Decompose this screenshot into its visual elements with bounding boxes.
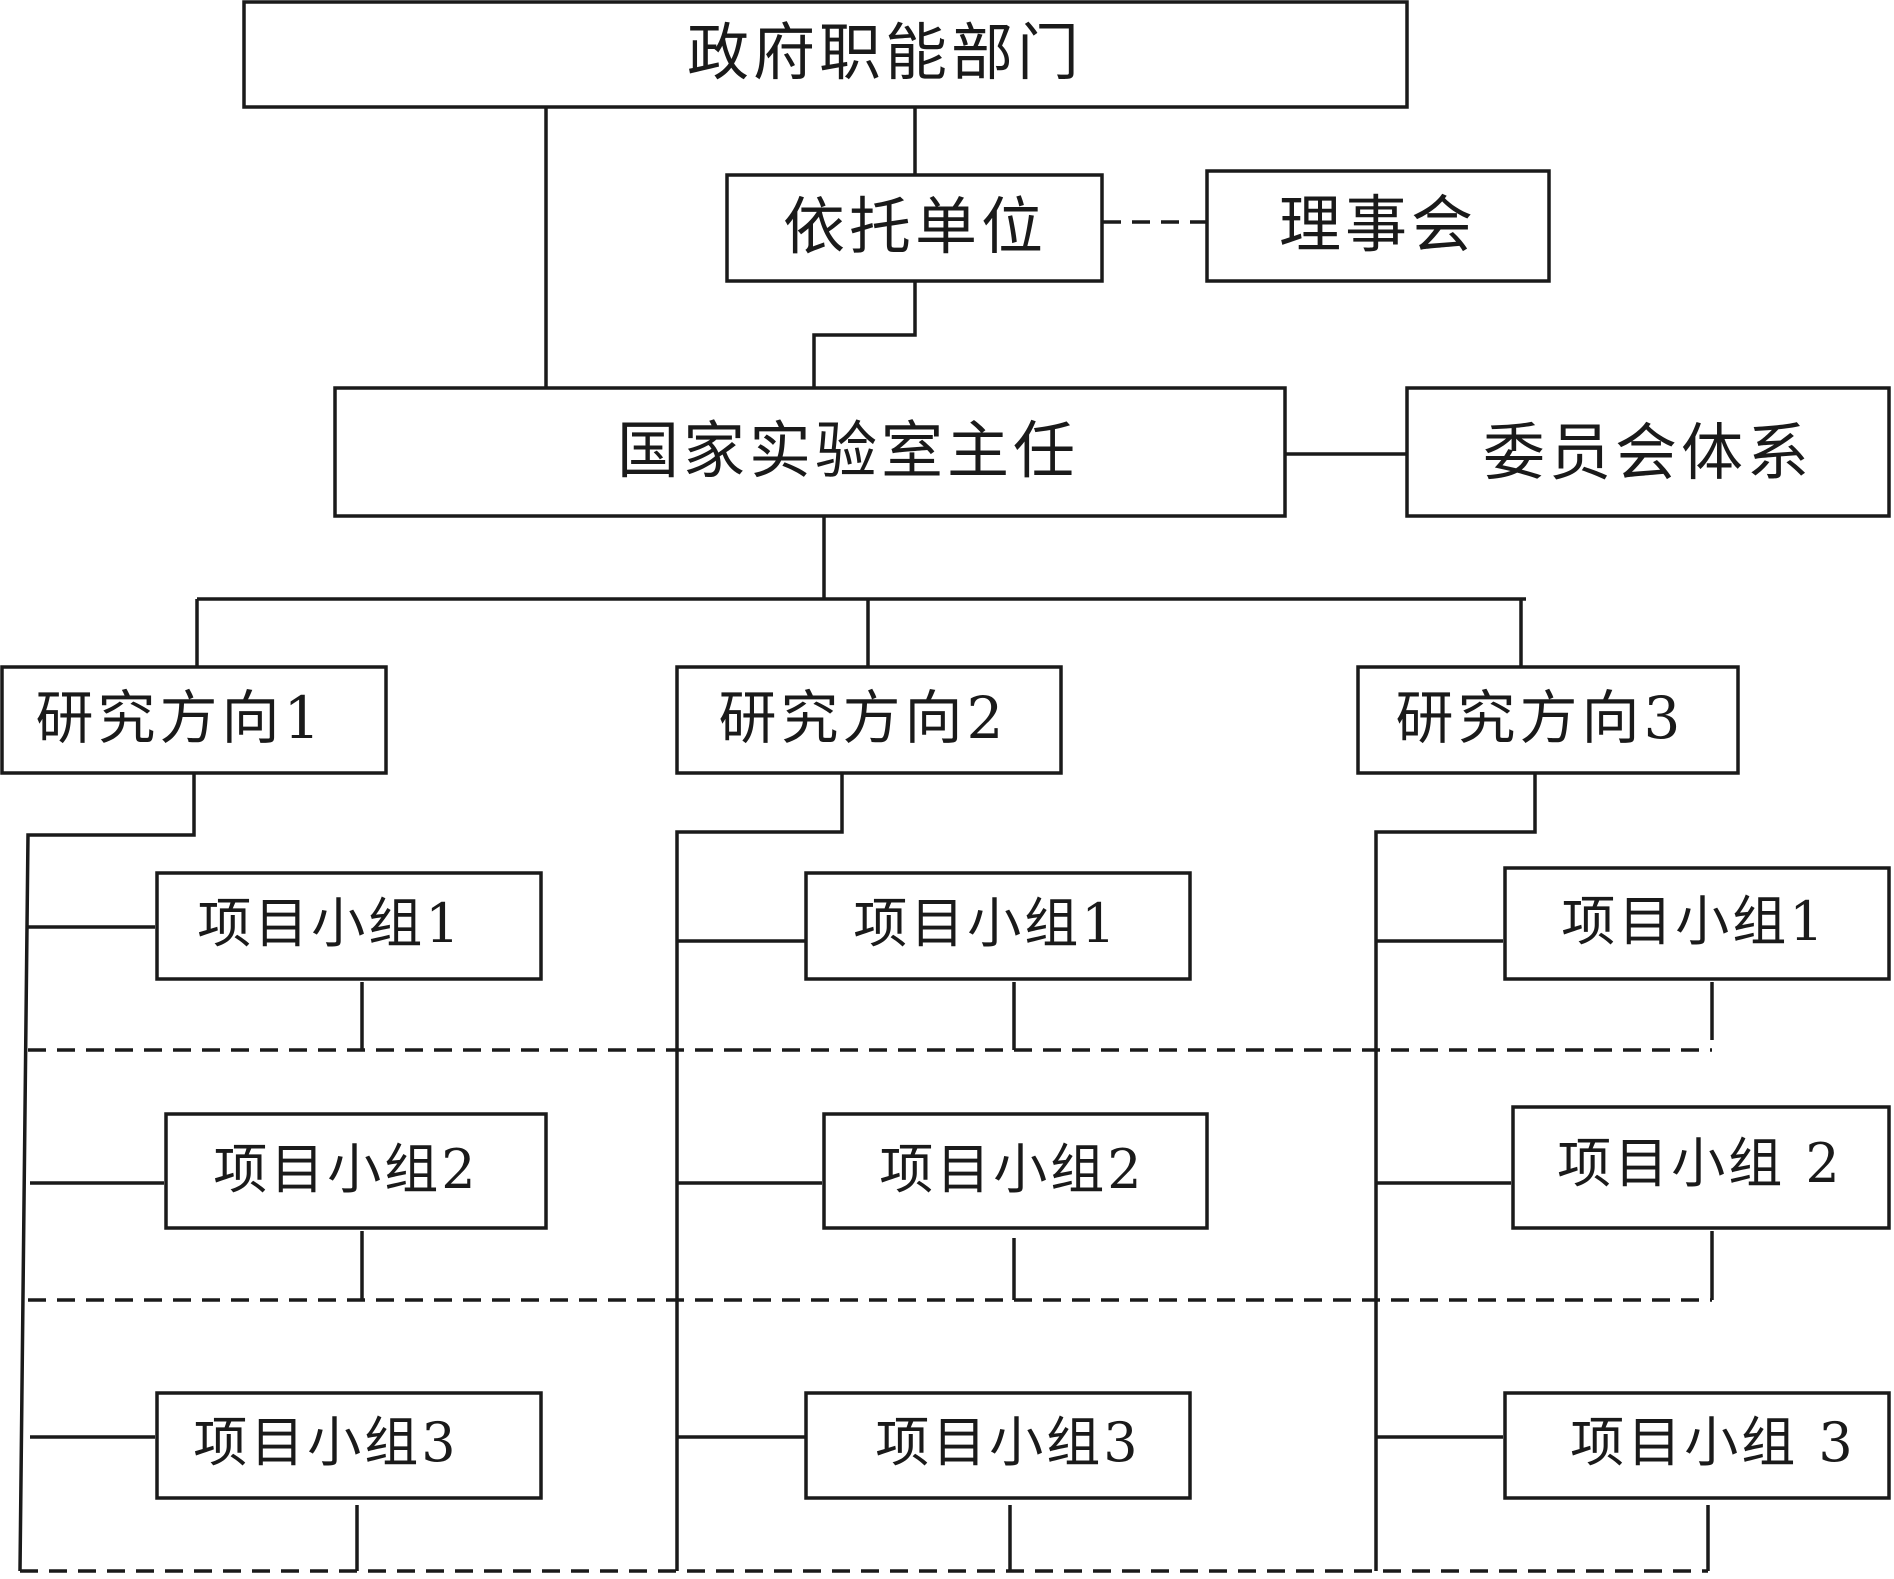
group-2-1-label: 项目小组1 [853,892,1118,955]
group-2-3-label: 项目小组3 [875,1411,1140,1474]
node-board: 理事会 [1205,169,1551,283]
group-2-2: 项目小组2 [822,1112,1209,1230]
node-host: 依托单位 [725,173,1104,283]
group-2-1: 项目小组1 [804,871,1192,981]
group-3-3-label: 项目小组 3 [1570,1411,1856,1474]
group-1-3: 项目小组3 [155,1391,543,1500]
direction-3-spine [1374,773,1537,1571]
group-1-1-label: 项目小组1 [197,892,462,955]
direction-3-label: 研究方向3 [1396,684,1685,752]
group-3-2: 项目小组 2 [1511,1105,1891,1230]
node-host-label: 依托单位 [783,190,1047,263]
group-1-3-label: 项目小组3 [193,1411,458,1474]
group-3-3: 项目小组 3 [1503,1391,1891,1500]
dashed-connectors [20,220,1712,1573]
node-director: 国家实验室主任 [333,386,1287,518]
direction-1-spine [18,773,196,1572]
group-3-2-label: 项目小组 2 [1557,1132,1843,1195]
node-committee-label: 委员会体系 [1483,416,1813,489]
direction-1: 研究方向1 [0,665,388,775]
direction-2: 研究方向2 [675,665,1063,775]
group-1-2-label: 项目小组2 [213,1138,478,1201]
group-2-3: 项目小组3 [804,1391,1192,1500]
group-3-1: 项目小组1 [1503,866,1891,981]
direction-2-spine [675,773,844,1571]
solid-connectors [18,107,1714,1572]
node-committee: 委员会体系 [1405,386,1891,518]
group-3-1-label: 项目小组1 [1561,890,1826,953]
direction-1-label: 研究方向1 [36,684,325,752]
node-gov: 政府职能部门 [242,0,1409,109]
node-gov-label: 政府职能部门 [687,16,1083,89]
node-board-label: 理事会 [1279,188,1477,261]
group-1-1: 项目小组1 [155,871,543,981]
direction-3: 研究方向3 [1356,665,1740,775]
direction-2-label: 研究方向2 [719,684,1008,752]
group-1-2: 项目小组2 [164,1112,548,1230]
host-to-director-line [812,281,917,388]
group-2-2-label: 项目小组2 [879,1138,1144,1201]
node-director-label: 国家实验室主任 [617,414,1079,487]
